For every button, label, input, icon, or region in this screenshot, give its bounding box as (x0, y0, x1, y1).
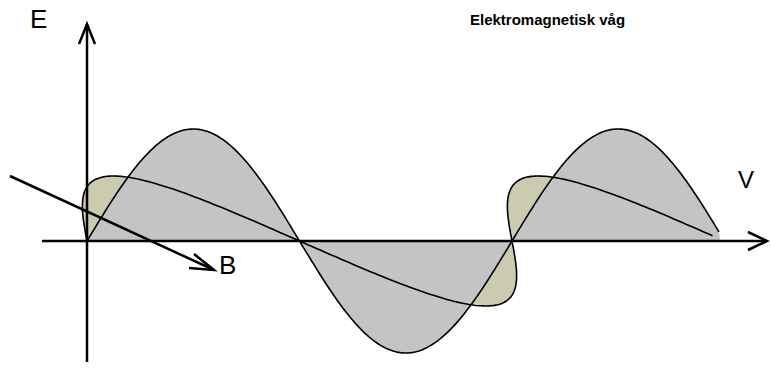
axis-label: B (219, 252, 236, 278)
b-axis-arrowhead (189, 254, 214, 270)
diagram-title: Elektromagnetisk våg (470, 12, 625, 27)
v-axis-arrowhead (748, 232, 767, 250)
axis-label: E (30, 6, 47, 32)
axis-label: V (738, 168, 754, 192)
b-axis (10, 176, 214, 270)
e-axis-arrowhead (79, 24, 95, 44)
e-axis (86, 24, 89, 362)
